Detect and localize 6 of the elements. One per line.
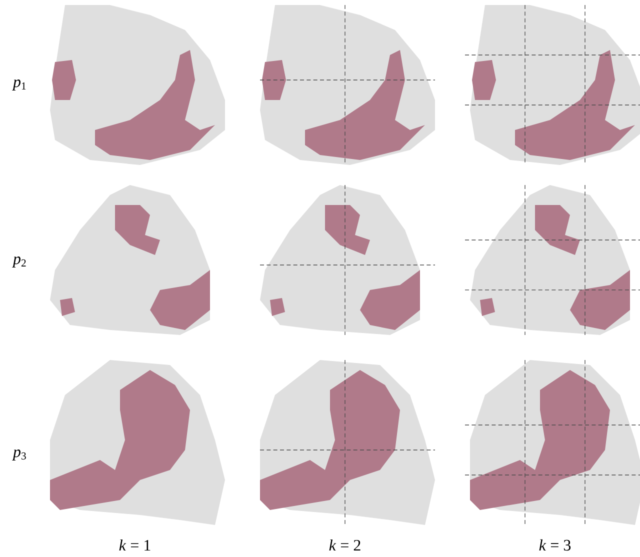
column-label: k = 2 [329,539,360,551]
column-label: k = 1 [119,539,150,551]
row-label: p$_{2}$ [12,256,26,268]
row-label: p$_{3}$ [12,450,26,460]
column-label: k = 3 [539,539,571,551]
row-label: p$_{1}$ [12,80,26,90]
